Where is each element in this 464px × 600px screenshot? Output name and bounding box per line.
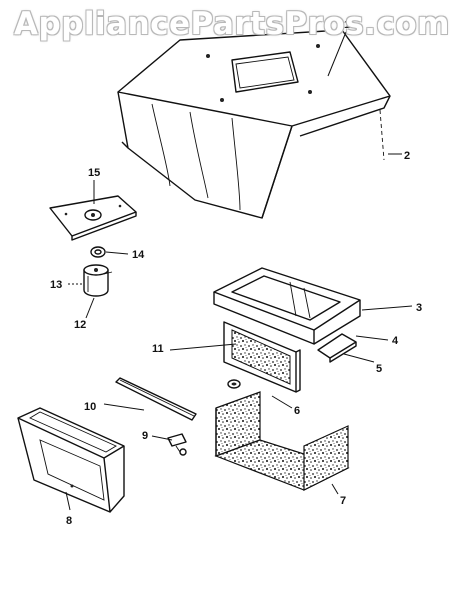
rod [115, 377, 197, 421]
front-panel [223, 321, 301, 393]
leader-lines [65, 31, 413, 511]
callout-5: 5 [376, 363, 382, 375]
motor [83, 264, 113, 297]
callout-4: 4 [392, 335, 399, 347]
callout-6: 6 [294, 405, 300, 417]
callout-7: 7 [340, 495, 346, 507]
callout-2: 2 [404, 150, 410, 162]
callout-13: 13 [50, 279, 62, 291]
site-watermark: AppliancePartsPros.com [14, 6, 450, 42]
washer [90, 246, 106, 258]
callout-12: 12 [74, 319, 86, 331]
callout-11: 11 [152, 343, 164, 355]
callout-10: 10 [84, 401, 96, 413]
callout-8: 8 [66, 515, 72, 527]
callout-14: 14 [132, 249, 145, 261]
callout-1: 1 [344, 19, 350, 31]
callout-15: 15 [88, 167, 100, 179]
insulation-liner [214, 391, 350, 491]
callout-3: 3 [416, 302, 422, 314]
drawer-bin [17, 407, 125, 513]
callout-9: 9 [142, 430, 148, 442]
clip [167, 433, 187, 456]
mounting-plate [49, 195, 137, 241]
knob [227, 379, 241, 389]
callout-labels: 1 2 3 4 5 6 7 8 9 10 11 12 13 14 15 [50, 19, 422, 527]
top-frame [213, 267, 361, 345]
top-cover-assembly [117, 29, 391, 219]
bracket [317, 333, 357, 363]
